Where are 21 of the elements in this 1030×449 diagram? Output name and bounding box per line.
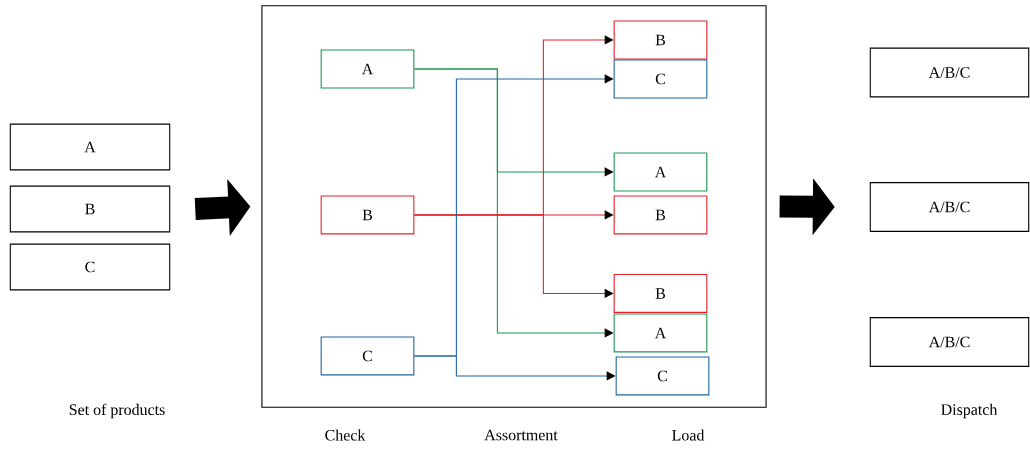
process-box: B	[320, 195, 415, 235]
process-box: A	[320, 49, 415, 89]
process-box: C	[615, 356, 710, 396]
process-box: A/B/C	[869, 317, 1030, 367]
process-box: A	[9, 123, 171, 171]
stage-label: Check	[325, 429, 366, 441]
process-box: B	[9, 185, 171, 233]
process-box: C	[320, 336, 415, 376]
process-box: A/B/C	[869, 182, 1030, 232]
process-box: A	[613, 313, 708, 353]
stage-label: Set of products	[69, 403, 165, 419]
stage-label: Dispatch	[941, 403, 998, 419]
stage-label: Assortment	[484, 429, 558, 441]
process-box: C	[9, 243, 171, 291]
process-box: B	[613, 195, 708, 235]
process-box: B	[613, 274, 708, 313]
process-box: B	[613, 20, 708, 60]
process-box: C	[613, 59, 708, 99]
stage-label: Load	[672, 429, 705, 441]
process-box: A/B/C	[869, 47, 1030, 98]
process-box: A	[613, 152, 708, 192]
